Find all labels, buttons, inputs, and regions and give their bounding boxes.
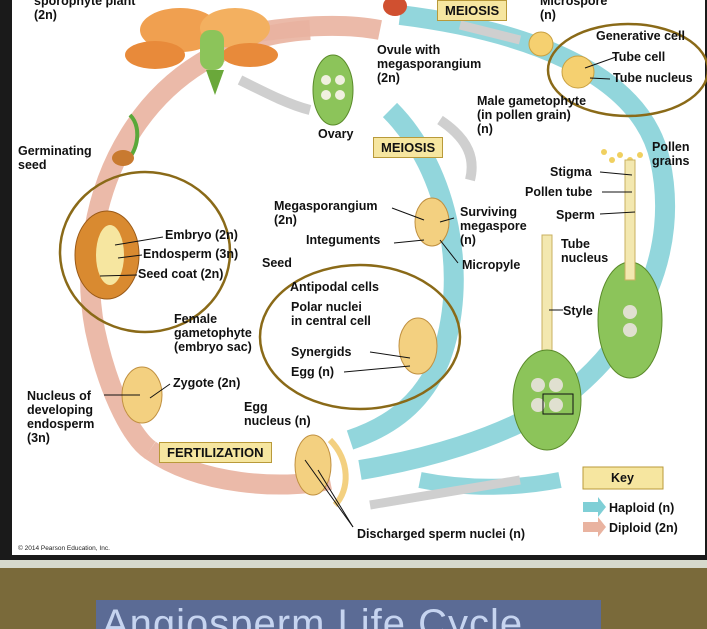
- haploid-key-arrow: [583, 497, 606, 517]
- label-sperm: Sperm: [556, 208, 595, 222]
- megasporangium-icon: [414, 197, 450, 247]
- label-antipodal-cells: Antipodal cells: [290, 280, 379, 294]
- label-tube-cell: Tube cell: [612, 50, 666, 64]
- label-embryo: Embryo (2n): [165, 228, 238, 242]
- footer-stripe: [0, 560, 707, 570]
- label-nucleus-endosperm: Nucleus of developing endosperm (3n): [27, 389, 95, 445]
- pistil-icon: [512, 159, 663, 451]
- label-egg: Egg (n): [291, 365, 335, 379]
- embryo-sac-circle: [258, 263, 462, 411]
- label-tube-nucleus-right: Tube nucleus: [561, 237, 609, 265]
- key-title: Key: [611, 471, 634, 485]
- label-integuments: Integuments: [306, 233, 381, 247]
- label-pollen-tube: Pollen tube: [525, 185, 593, 199]
- label-style: Style: [563, 304, 593, 318]
- label-sporophyte: sporophyte plant (2n): [34, 0, 136, 22]
- generative-cell-circle: [546, 22, 707, 118]
- label-tube-nucleus-top: Tube nucleus: [613, 71, 693, 85]
- germinating-seed-icon: [112, 113, 140, 166]
- label-polar-nuclei: Polar nuclei in central cell: [291, 300, 371, 328]
- pollen-grains-icon: [601, 149, 643, 163]
- label-female-gametophyte: Female gametophyte (embryo sac): [174, 312, 252, 354]
- meiosis-box-mid: MEIOSIS: [373, 137, 444, 158]
- haploid-arc-right: [358, 5, 676, 480]
- embryo-sac-icon: [398, 317, 438, 375]
- label-egg-nucleus: Egg nucleus (n): [244, 400, 311, 428]
- anther-icon: [383, 0, 407, 16]
- fertilization-box: FERTILIZATION: [159, 442, 272, 463]
- label-megasporangium: Megasporangium (2n): [274, 199, 378, 227]
- label-germinating-seed: Germinating seed: [18, 144, 92, 172]
- flower-icon: [125, 8, 278, 95]
- microspore-icon: [528, 31, 554, 57]
- key-haploid-label: Haploid (n): [609, 501, 675, 515]
- leader-lines: [99, 56, 636, 528]
- label-stigma: Stigma: [550, 165, 592, 179]
- label-ovule: Ovule with megasporangium (2n): [377, 43, 482, 85]
- diploid-key-arrow: [583, 517, 606, 537]
- haploid-arc-inner: [346, 102, 464, 450]
- key-box: [582, 466, 664, 490]
- fertilization-icon: [294, 434, 332, 496]
- label-synergids: Synergids: [291, 345, 352, 359]
- label-ovary: Ovary: [318, 127, 354, 141]
- slide-title: Angiosperm Life Cycle: [102, 602, 524, 629]
- label-microspore: Microspore (n): [540, 0, 608, 22]
- label-micropyle: Micropyle: [462, 258, 521, 272]
- label-generative-cell: Generative cell: [596, 29, 685, 43]
- slide-title-bar: Angiosperm Life Cycle: [96, 600, 601, 629]
- label-zygote: Zygote (2n): [173, 376, 241, 390]
- ovary-icon: [312, 54, 354, 126]
- label-pollen-grains: Pollen grains: [652, 140, 690, 168]
- gray-arrow-microspore: [458, 20, 522, 45]
- pollen-tube-fertilization: [327, 437, 349, 508]
- label-male-gametophyte: Male gametophyte (in pollen grain) (n): [477, 94, 587, 136]
- seed-circle: [58, 170, 232, 334]
- meiosis-box-top: MEIOSIS: [437, 0, 508, 21]
- label-surviving-megaspore: Surviving megaspore (n): [460, 205, 527, 247]
- copyright: © 2014 Pearson Education, Inc.: [18, 545, 110, 552]
- label-endosperm: Endosperm (3n): [143, 247, 239, 261]
- gray-arrow-discharged: [369, 475, 521, 510]
- embryo-icon: [96, 225, 124, 285]
- label-seed-coat: Seed coat (2n): [138, 267, 224, 281]
- gray-arrow-megaspore: [437, 115, 477, 182]
- gray-arrow-flower-to-ovary: [237, 75, 312, 115]
- label-discharged-sperm: Discharged sperm nuclei (n): [357, 527, 526, 541]
- label-seed: Seed: [262, 256, 292, 270]
- key-diploid-label: Diploid (2n): [609, 521, 678, 535]
- pollen-grain-icon: [561, 55, 595, 89]
